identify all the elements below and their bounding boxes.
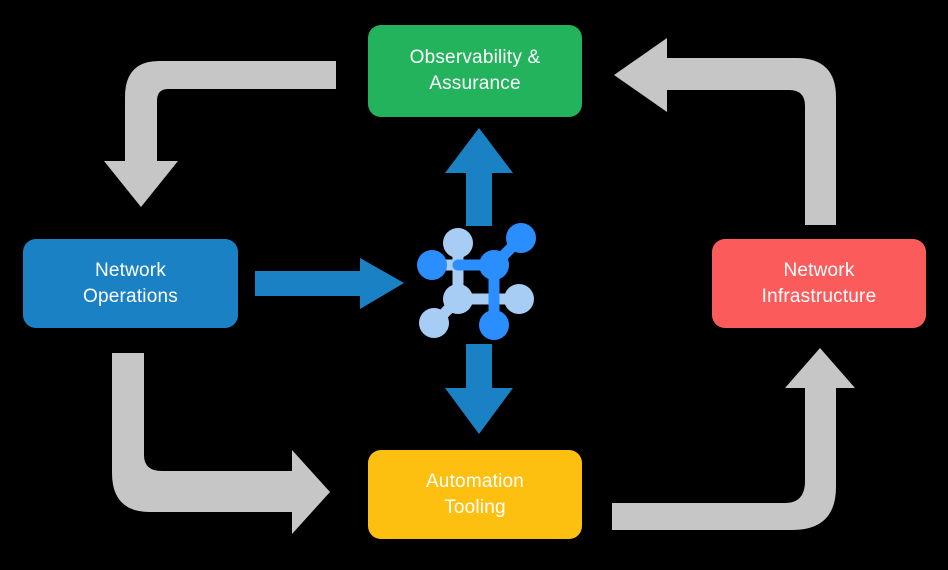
gray-arrow-automation-to-infrastructure	[612, 348, 855, 530]
node-network-infrastructure[interactable]: Network Infrastructure	[712, 239, 926, 328]
hub-node-bottom-left	[419, 308, 449, 338]
node-network-operations[interactable]: Network Operations	[23, 239, 238, 328]
network-topology-icon	[417, 223, 536, 340]
node-automation-tooling[interactable]: Automation Tooling	[368, 450, 582, 539]
gray-arrow-operations-to-automation	[112, 353, 330, 534]
blue-arrow-hub-to-observability	[445, 128, 513, 226]
hub-node-center	[479, 250, 509, 280]
hub-node-left	[417, 250, 447, 280]
node-observability-and-assurance[interactable]: Observability & Assurance	[368, 25, 582, 117]
gray-arrow-observability-to-operations	[104, 61, 336, 207]
hub-node-bottom	[479, 310, 509, 340]
hub-node-top-right	[506, 223, 536, 253]
hub-node-top-left	[443, 228, 473, 258]
blue-arrow-hub-to-automation	[445, 344, 513, 434]
hub-node-mid-left	[443, 284, 473, 314]
gray-arrow-infrastructure-to-observability	[614, 38, 836, 225]
blue-arrow-operations-to-hub	[255, 258, 404, 309]
hub-node-mid-right	[504, 284, 534, 314]
